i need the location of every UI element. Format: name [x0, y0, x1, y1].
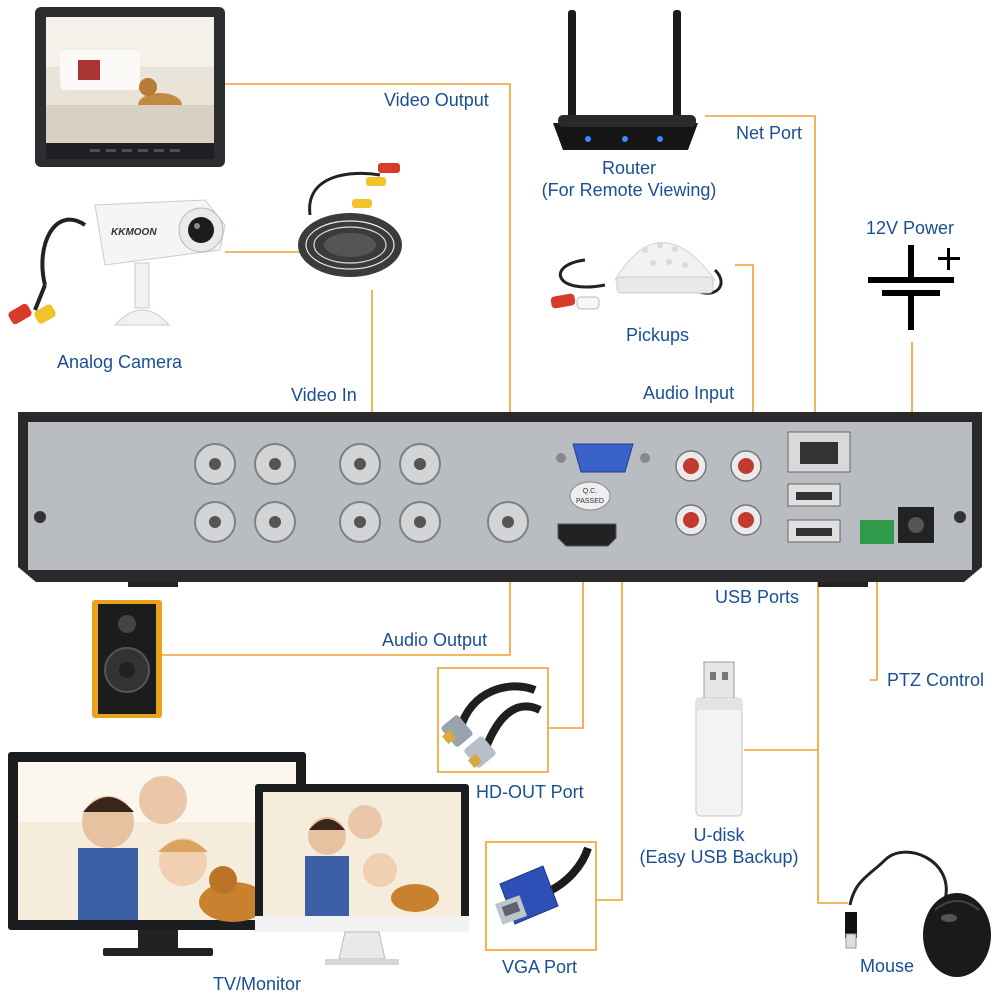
label-u-disk-line2: (Easy USB Backup)	[639, 847, 799, 867]
label-tv-monitor: TV/Monitor	[213, 974, 302, 994]
dvr-back-panel: Q.C. PASSED	[18, 412, 982, 587]
label-analog-camera: Analog Camera	[57, 352, 183, 372]
qc-sticker-line1: Q.C.	[583, 488, 597, 495]
label-12v-power: 12V Power	[866, 218, 955, 238]
label-net-port: Net Port	[736, 123, 803, 143]
hdmi-cable-image	[441, 682, 542, 769]
label-u-disk: U-disk (Easy USB Backup)	[624, 825, 814, 867]
router-image	[553, 10, 698, 150]
line-hd-out	[548, 550, 584, 729]
label-router-line1: Router	[601, 158, 657, 178]
usb-disk-image	[695, 661, 743, 817]
bnc-cable-image	[298, 163, 402, 277]
pickup-microphone-image	[550, 242, 723, 310]
label-audio-output: Audio Output	[382, 630, 488, 650]
line-vga	[596, 470, 623, 901]
camera-brand-logo: KKMOON	[111, 227, 157, 238]
small-monitor-image	[255, 784, 469, 965]
line-video-output	[215, 83, 511, 460]
speaker-image	[92, 600, 162, 718]
hd-out-box	[437, 667, 549, 773]
qc-sticker-line2: PASSED	[576, 498, 604, 505]
mouse-image	[845, 850, 991, 977]
label-audio-input: Audio Input	[643, 383, 735, 403]
tv-monitor-image	[8, 752, 306, 956]
label-ptz-control: PTZ Control	[887, 670, 985, 690]
label-hd-out-port: HD-OUT Port	[476, 782, 584, 802]
lcd-monitor-image	[35, 7, 225, 167]
analog-camera-image: KKMOON	[8, 199, 226, 326]
line-net-port	[705, 115, 816, 432]
line-ptz	[870, 545, 878, 681]
label-video-in: Video In	[291, 385, 357, 405]
label-vga-port: VGA Port	[502, 957, 578, 977]
label-router-line2: (For Remote Viewing)	[541, 180, 717, 200]
label-router: Router (For Remote Viewing)	[528, 158, 730, 200]
line-usb-trunk	[817, 565, 848, 904]
label-u-disk-line1: U-disk	[693, 825, 745, 845]
vga-box	[485, 841, 597, 951]
label-pickups: Pickups	[626, 325, 690, 345]
line-audio-input	[735, 264, 754, 428]
label-mouse: Mouse	[860, 956, 915, 976]
power-12v-symbol	[868, 245, 960, 330]
label-video-output: Video Output	[384, 90, 489, 110]
label-usb-ports: USB Ports	[715, 587, 800, 607]
vga-cable-image	[495, 846, 592, 925]
